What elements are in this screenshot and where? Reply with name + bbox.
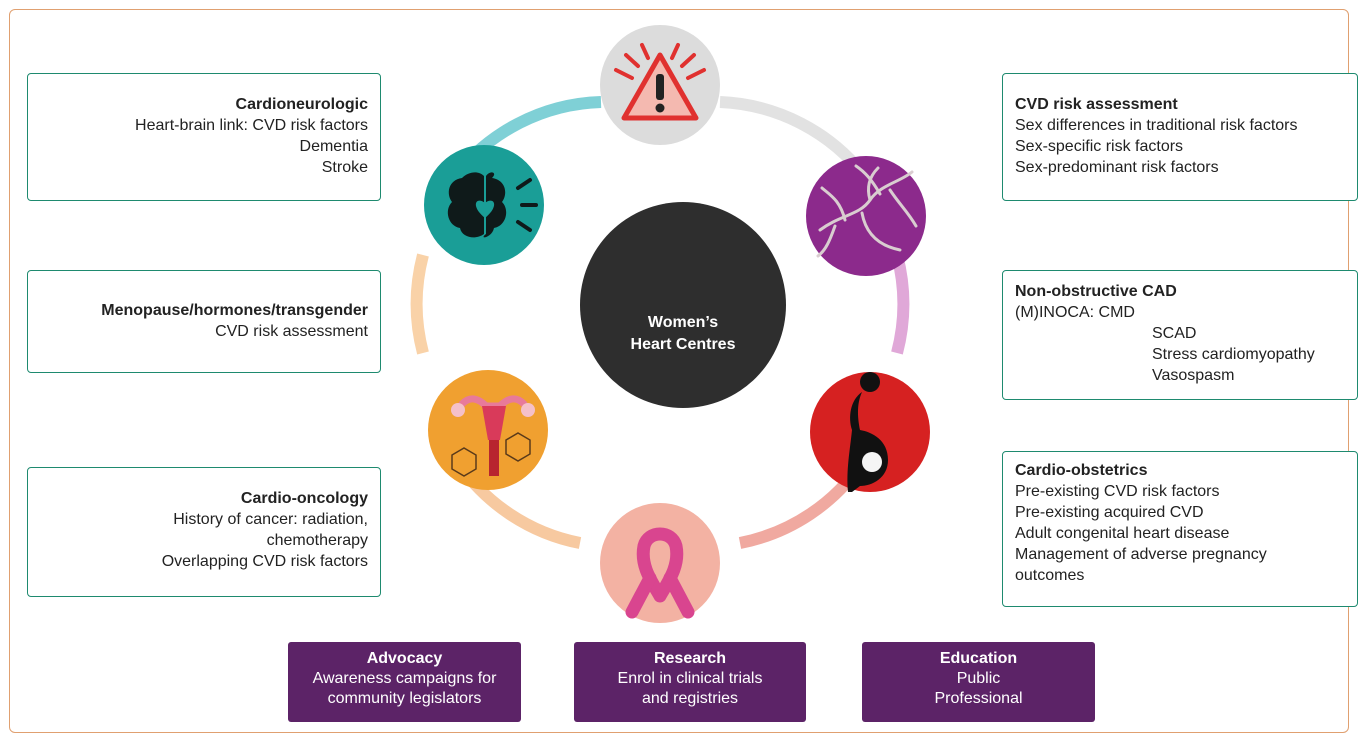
box-title: Research [653, 650, 727, 667]
box-title: Advocacy [366, 650, 443, 667]
box-line: CVD risk assessment [215, 323, 368, 340]
box-line: chemotherapy [266, 532, 368, 549]
cardio-oncology-box: Cardio-oncology History of cancer: radia… [27, 467, 381, 597]
cardioneurologic-box: Cardioneurologic Heart-brain link: CVD r… [27, 73, 381, 201]
box-line: Stress cardiomyopathy [1152, 346, 1315, 363]
advocacy-box: Advocacy Awareness campaigns for communi… [288, 642, 521, 722]
box-line: Enrol in clinical trials [617, 670, 763, 687]
research-box: Research Enrol in clinical trials and re… [574, 642, 806, 722]
blood-vessels-icon [816, 164, 918, 258]
warning-node [600, 25, 720, 145]
menopause-box: Menopause/hormones/transgender CVD risk … [27, 270, 381, 373]
pregnancy-node [810, 372, 930, 492]
cardio-obstetrics-box: Cardio-obstetrics Pre-existing CVD risk … [1002, 451, 1358, 607]
box-line: SCAD [1152, 325, 1197, 342]
heart-icon [475, 200, 495, 218]
box-line: Pre-existing CVD risk factors [1015, 483, 1220, 500]
box-title: Education [939, 650, 1018, 667]
box-line: Vasospasm [1152, 367, 1235, 384]
box-line: Sex-specific risk factors [1015, 138, 1184, 155]
ribbon-node [600, 503, 720, 623]
center-label-line1: Women’s [648, 314, 718, 331]
box-line: Sex-predominant risk factors [1015, 159, 1219, 176]
box-line: outcomes [1015, 567, 1085, 584]
education-box: Education Public Professional [862, 642, 1095, 722]
box-title: Cardioneurologic [235, 96, 368, 113]
box-line: Heart-brain link: CVD risk factors [135, 117, 368, 134]
box-title: Cardio-oncology [240, 490, 368, 507]
box-line: Overlapping CVD risk factors [161, 553, 368, 570]
center-circle: Women’s Heart Centres [580, 202, 786, 408]
box-title: Menopause/hormones/transgender [101, 302, 368, 319]
vessels-node [806, 156, 926, 276]
box-title: CVD risk assessment [1015, 96, 1178, 113]
box-line: (M)INOCA: CMD [1015, 304, 1135, 321]
box-title: Cardio-obstetrics [1015, 462, 1148, 479]
hormone-molecule-icon [451, 432, 531, 477]
box-line: Pre-existing acquired CVD [1015, 504, 1204, 521]
box-line: community legislators [327, 690, 482, 707]
non-obstructive-cad-box: Non-obstructive CAD (M)INOCA: CMD SCAD S… [1002, 270, 1358, 400]
box-line: History of cancer: radiation, [173, 511, 368, 528]
box-title: Non-obstructive CAD [1015, 283, 1177, 300]
center-label-line2: Heart Centres [631, 336, 736, 353]
cvd-risk-assessment-box: CVD risk assessment Sex differences in t… [1002, 73, 1358, 201]
box-line: Dementia [299, 138, 368, 155]
box-line: Awareness campaigns for [312, 670, 497, 687]
uterus-icon [451, 395, 535, 476]
uterus-node [428, 370, 548, 490]
ring-arc-pink [891, 253, 910, 355]
box-line: Public [956, 670, 1001, 687]
fetus-icon [862, 452, 882, 472]
box-line: Management of adverse pregnancy [1015, 546, 1267, 563]
box-line: Professional [934, 690, 1023, 707]
brain-icon [447, 172, 484, 238]
box-line: and registries [641, 690, 739, 707]
ring-arc-lightpeach [410, 253, 429, 355]
box-line: Stroke [321, 159, 368, 176]
brain-node [424, 145, 544, 265]
box-line: Sex differences in traditional risk fact… [1015, 117, 1298, 134]
box-line: Adult congenital heart disease [1015, 525, 1230, 542]
